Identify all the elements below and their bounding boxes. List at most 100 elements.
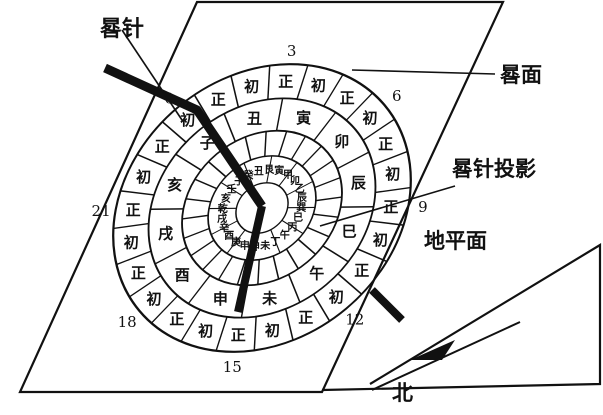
- dial-division: [257, 259, 260, 285]
- inner-ring-char: 壬: [227, 183, 237, 196]
- dial-division: [323, 74, 344, 107]
- outer-ring-char: 初: [329, 288, 344, 306]
- leader-dial-face: [351, 69, 496, 75]
- inner-ring-char: 申: [240, 239, 250, 252]
- dial-division: [314, 176, 341, 189]
- dial-division: [372, 150, 408, 166]
- outer-ring-char: 正: [278, 73, 293, 91]
- inner-ring-char: 午: [280, 229, 290, 242]
- dial-division: [150, 208, 184, 210]
- dial-division: [275, 98, 284, 131]
- dial-division: [113, 222, 149, 230]
- inner-ring-char: 酉: [224, 230, 234, 242]
- outer-ring-char: 初: [124, 234, 139, 252]
- outer-ring-char: 正: [340, 89, 355, 107]
- outer-ring-char: 初: [146, 290, 161, 308]
- hour-number: 12: [345, 311, 364, 329]
- inner-ring-char: 亥: [221, 192, 231, 205]
- branch-ring-char: 寅: [296, 109, 311, 127]
- dial-division: [226, 229, 246, 254]
- dial-division: [129, 275, 162, 298]
- dial-division: [208, 207, 237, 210]
- dial-division: [215, 316, 228, 351]
- hour-number: 9: [418, 198, 428, 216]
- hour-number: 3: [287, 42, 297, 60]
- gnomon-lower: [234, 205, 266, 313]
- branch-ring-char: 戌: [158, 225, 173, 243]
- dial-division: [375, 186, 411, 194]
- dial-division: [277, 131, 288, 157]
- dial-division: [120, 190, 155, 196]
- label-dial-face: 晷面: [500, 63, 542, 87]
- dial-division: [220, 181, 243, 197]
- inner-ring-char: 辛: [219, 221, 229, 234]
- outer-ring-char: 正: [231, 326, 246, 344]
- dial-division: [185, 198, 211, 203]
- label-gnomon: 晷针: [100, 16, 144, 42]
- outer-ring-char: 正: [131, 264, 146, 282]
- dial-division: [183, 227, 210, 240]
- inner-ring-char: 艮: [264, 164, 275, 176]
- branch-ring-char: 亥: [167, 176, 182, 194]
- horizon-plane: [321, 243, 602, 392]
- outer-ring-char: 初: [265, 321, 280, 339]
- dial-division: [202, 249, 223, 271]
- dial-division: [116, 250, 152, 266]
- outer-ring-char: 初: [373, 231, 388, 249]
- dial-division: [136, 153, 168, 168]
- outer-ring-char: 初: [362, 109, 377, 127]
- dial-division: [150, 295, 179, 324]
- dial-division: [187, 275, 211, 304]
- hour-number: 6: [392, 87, 402, 105]
- dial-division: [243, 162, 254, 187]
- dial-division: [175, 153, 202, 171]
- gnomon-below-plane: [369, 287, 405, 323]
- inner-ring-char: 子: [234, 176, 244, 188]
- dial-division: [236, 259, 247, 285]
- inner-ring-char: 寅: [274, 164, 284, 177]
- dial-division: [180, 309, 201, 342]
- equatorial-plane: [18, 0, 505, 394]
- north-arrow-line: [371, 321, 521, 391]
- dial-division: [297, 238, 317, 255]
- gnomon-upper: [103, 63, 266, 209]
- inner-ring-char: 丁: [270, 236, 280, 248]
- dial-division: [207, 161, 227, 178]
- dial-division: [315, 196, 342, 202]
- dial-division: [267, 65, 271, 100]
- inner-ring-char: 巽: [296, 202, 306, 214]
- dial-division: [312, 293, 331, 322]
- dial-division: [270, 229, 281, 254]
- dial-division: [264, 131, 267, 157]
- branch-ring-char: 辰: [351, 174, 367, 192]
- inner-ring-char: 辰: [297, 192, 307, 204]
- inner-ring-char: 乾: [218, 202, 228, 215]
- dial-division: [337, 151, 370, 170]
- dial-division: [210, 220, 238, 236]
- outer-ring-char: 正: [155, 137, 170, 155]
- inner-ring-char: 庚: [231, 235, 241, 248]
- outer-ring-char: 正: [298, 308, 313, 326]
- dial-division: [278, 162, 298, 187]
- inner-ring-char: 戌: [217, 212, 227, 225]
- dial-division: [244, 136, 252, 161]
- dial-division: [217, 256, 234, 281]
- inner-ring-char: 乙: [295, 183, 305, 195]
- inner-ring-char: 未: [259, 239, 270, 252]
- leader-gnomon: [121, 29, 183, 121]
- label-horizon-plane: 地平面: [424, 229, 487, 253]
- branch-ring-char: 酉: [175, 266, 190, 284]
- dial-division: [309, 159, 334, 177]
- dial-division: [194, 178, 218, 190]
- dial-division: [313, 213, 339, 218]
- hour-number: 18: [118, 313, 137, 331]
- dial-division: [296, 65, 309, 100]
- dial-division: [193, 94, 212, 123]
- branch-ring-char: 卯: [334, 133, 349, 151]
- dial-division: [230, 75, 240, 108]
- dial-division: [306, 226, 330, 238]
- dial-division: [253, 316, 257, 351]
- dial-division: [286, 180, 314, 196]
